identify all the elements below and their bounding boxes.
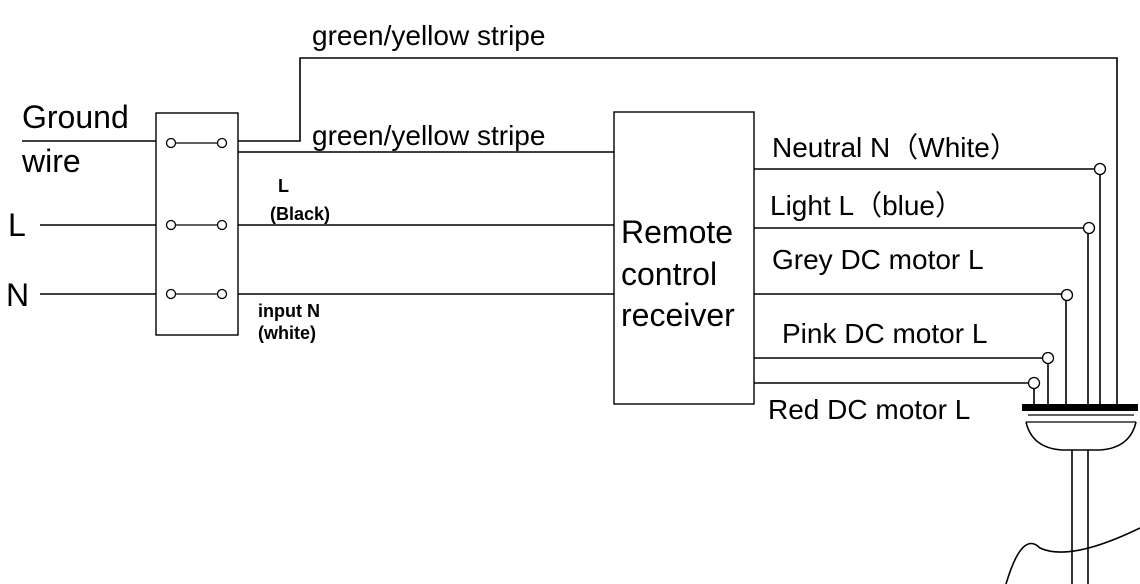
input-n-color-label: (white) bbox=[258, 323, 316, 343]
terminal-row-live bbox=[165, 219, 228, 231]
red-motor-output-terminal bbox=[1027, 376, 1041, 390]
pink-motor-output-label: Pink DC motor L bbox=[782, 318, 987, 349]
light-output-terminal bbox=[1082, 221, 1096, 235]
receiver-label-line3: receiver bbox=[621, 297, 735, 333]
live-line-label: L bbox=[8, 207, 26, 243]
ground-wire-top-route bbox=[238, 57, 1118, 405]
input-n-label: input N bbox=[258, 301, 320, 321]
neutral-output-terminal bbox=[1093, 162, 1107, 176]
stripe-top-label: green/yellow stripe bbox=[312, 20, 545, 51]
grey-motor-output-label: Grey DC motor L bbox=[772, 244, 984, 275]
red-motor-output-label: Red DC motor L bbox=[768, 394, 970, 425]
wire-l-color-label: (Black) bbox=[270, 204, 330, 224]
ground-wire-label-line2: wire bbox=[21, 143, 81, 179]
grey-motor-output-wire bbox=[754, 293, 1067, 405]
receiver-label-line1: Remote bbox=[621, 214, 733, 250]
neutral-output-label: Neutral N（White） bbox=[772, 132, 1018, 163]
grey-motor-output-terminal bbox=[1060, 288, 1074, 302]
receiver-label-line2: control bbox=[621, 256, 717, 292]
terminal-row-neutral bbox=[165, 288, 228, 300]
stripe-mid-label: green/yellow stripe bbox=[312, 120, 545, 151]
remote-control-receiver bbox=[613, 111, 755, 405]
fan-canopy bbox=[1005, 404, 1140, 584]
wire-l-label: L bbox=[278, 176, 289, 196]
ground-wire-label-line1: Ground bbox=[22, 99, 129, 135]
neutral-line-label: N bbox=[6, 277, 29, 313]
pink-motor-output-terminal bbox=[1041, 351, 1055, 365]
terminal-row-ground bbox=[165, 137, 228, 149]
light-output-label: Light L（blue） bbox=[770, 190, 963, 221]
